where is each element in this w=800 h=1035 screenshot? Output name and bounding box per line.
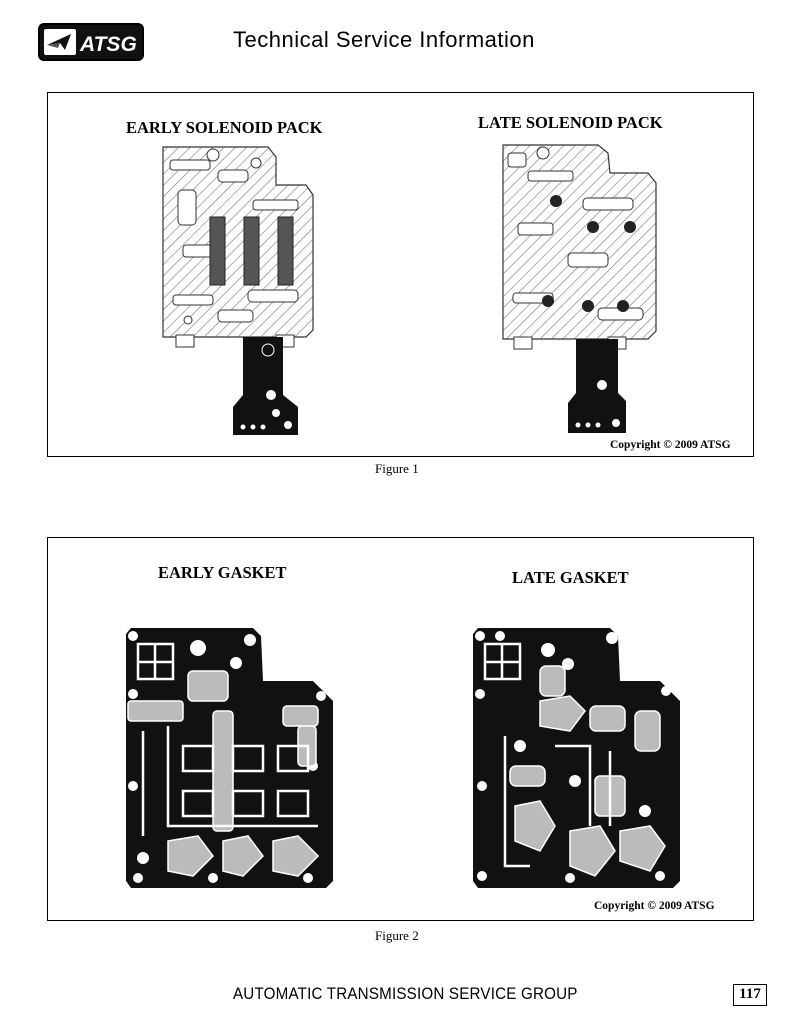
figure-2-caption: Figure 2 — [375, 928, 419, 943]
figure-2-copyright: Copyright © 2009 ATSG — [594, 900, 715, 912]
figure-1-frame: EARLY SOLENOID PACK LATE SOLENOID PACK — [47, 92, 754, 457]
early-gasket-heading: EARLY GASKET — [158, 563, 287, 582]
atsg-logo: ATSG — [38, 23, 144, 61]
late-gasket-heading: LATE GASKET — [512, 568, 629, 587]
late-gasket-image — [470, 626, 685, 891]
figure-1-caption: Figure 1 — [375, 461, 419, 476]
late-solenoid-pack-image — [498, 143, 663, 443]
early-solenoid-pack-heading: EARLY SOLENOID PACK — [126, 118, 323, 137]
figure-2-frame: EARLY GASKET LATE GASKET — [47, 537, 754, 921]
page-title: Technical Service Information — [233, 27, 535, 52]
early-gasket-image — [123, 626, 338, 891]
figure-1-copyright: Copyright © 2009 ATSG — [610, 439, 731, 451]
page-number: 117 — [733, 984, 767, 1006]
logo-text: ATSG — [79, 33, 137, 56]
footer-organization: AUTOMATIC TRANSMISSION SERVICE GROUP — [233, 985, 578, 1003]
early-solenoid-pack-image — [158, 145, 318, 445]
late-solenoid-pack-heading: LATE SOLENOID PACK — [478, 113, 663, 132]
